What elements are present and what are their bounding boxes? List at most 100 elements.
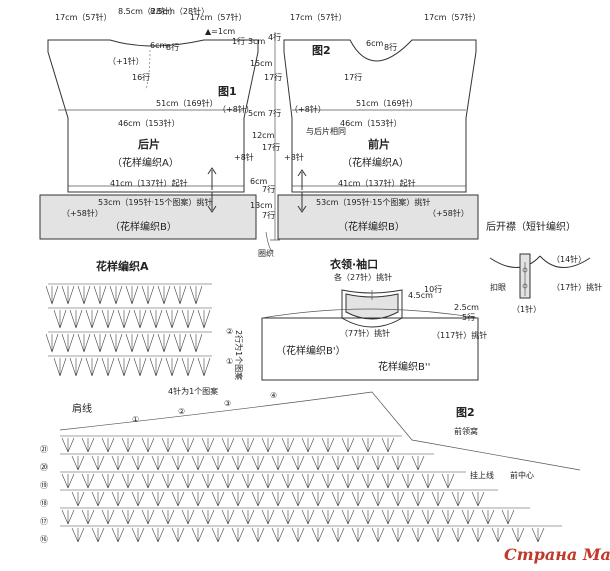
fan-stitch — [121, 509, 135, 525]
fan-stitch — [251, 491, 265, 507]
front-band-b — [277, 194, 479, 240]
front-top-right: 17cm（57针） — [424, 12, 481, 22]
fan-stitch — [311, 491, 325, 507]
fan-stitch — [321, 473, 335, 489]
back-neck-right: 8.5cm（28针） — [150, 6, 209, 16]
big-center: 前中心 — [510, 470, 534, 480]
fan-stitch — [371, 491, 385, 507]
front-plus58: （+58针） — [428, 208, 469, 218]
fan-stitch — [401, 509, 415, 525]
placket-1: （1针） — [512, 304, 541, 314]
fan-stitch — [431, 491, 445, 507]
fan-stitch — [171, 527, 185, 543]
fan-stitch — [181, 309, 195, 329]
fan-stitch — [131, 455, 145, 471]
fan-stitch — [331, 491, 345, 507]
fan-stitch — [121, 473, 135, 489]
mid-15cm-rows: 17行 — [264, 72, 282, 82]
fan-stitch — [141, 509, 155, 525]
back-w53: 53cm（195针·15个图案）挑针 — [98, 197, 212, 207]
fan-stitch — [109, 285, 123, 305]
mid-15cm: 15cm — [250, 59, 273, 68]
back-plus58: （+58针） — [62, 208, 103, 218]
fan-stitch — [361, 509, 375, 525]
fan-stitch — [441, 509, 455, 525]
top-row-number: ④ — [270, 391, 277, 400]
front-title: 前片 — [368, 137, 390, 151]
fan-stitch — [111, 455, 125, 471]
front-neck-dec: 6cm — [366, 39, 383, 48]
fan-stitch — [101, 357, 115, 377]
fan-stitch — [351, 527, 365, 543]
back-pattern-a: （花样编织A） — [112, 156, 179, 169]
fan-stitch — [151, 455, 165, 471]
fan-stitch — [85, 357, 99, 377]
big-sub: 前领窝 — [454, 426, 478, 436]
fan-stitch — [231, 491, 245, 507]
placket-14: （14针） — [552, 254, 586, 264]
row-number: ⑯ — [40, 535, 48, 544]
fan-stitch — [191, 527, 205, 543]
mid-5cm-rows: 7行 — [268, 108, 281, 118]
collar-27: 各（27针）挑针 — [334, 272, 392, 282]
collar-45: 4.5cm — [408, 291, 433, 300]
fan-stitch — [93, 333, 107, 353]
back-w41: 41cm（137针）起针 — [110, 178, 188, 188]
fan-stitch — [391, 527, 405, 543]
fan-stitch — [421, 473, 435, 489]
fan-stitch — [91, 491, 105, 507]
row-number: ⑳ — [40, 463, 48, 472]
fan-stitch — [251, 455, 265, 471]
back-neck-dec: 6cm — [150, 41, 167, 50]
fan-stitch — [261, 509, 275, 525]
front-w53: 53cm（195针·15个图案）挑针 — [316, 197, 430, 207]
fan-stitch — [431, 527, 445, 543]
back-neck-row: 1行 — [232, 36, 245, 46]
watermark: Страна Мам — [504, 545, 610, 564]
fan-stitch — [301, 437, 315, 453]
fan-stitch — [91, 455, 105, 471]
fan-stitch — [117, 309, 131, 329]
top-row-number: ③ — [224, 399, 231, 408]
fan-stitch — [361, 473, 375, 489]
fan-stitch — [471, 491, 485, 507]
fan-stitch — [351, 491, 365, 507]
fan-stitch — [171, 491, 185, 507]
back-piece — [39, 39, 259, 240]
pattern-a-title: 花样编织A — [96, 259, 149, 273]
fan-stitch — [81, 509, 95, 525]
fan-stitch — [461, 509, 475, 525]
fan-stitch — [111, 527, 125, 543]
fan-stitch — [117, 357, 131, 377]
fan-stitch — [291, 527, 305, 543]
fan-stitch — [341, 437, 355, 453]
fan-stitch — [331, 455, 345, 471]
row-number: ⑰ — [40, 517, 48, 526]
fan-stitch — [61, 285, 75, 305]
fan-stitch — [85, 309, 99, 329]
front-pattern-b: （花样编织B） — [338, 220, 405, 233]
collar-drawing — [261, 289, 479, 381]
fan-stitch — [197, 357, 211, 377]
fan-stitch — [91, 527, 105, 543]
fan-stitch — [391, 455, 405, 471]
fan-stitch — [231, 455, 245, 471]
back-fig: 图1 — [218, 85, 237, 98]
fan-stitch — [173, 285, 187, 305]
collar-117: （117针）挑针 — [432, 330, 487, 340]
fan-stitch — [321, 509, 335, 525]
fan-stitch — [191, 455, 205, 471]
fan-stitch — [241, 473, 255, 489]
back-top-right: 17cm（57针） — [190, 12, 247, 22]
fan-stitch — [133, 309, 147, 329]
mid-6cm-rows: 7行 — [262, 184, 275, 194]
back-top-left: 17cm（57针） — [55, 12, 112, 22]
fan-stitch — [53, 309, 67, 329]
fan-stitch — [77, 333, 91, 353]
top-row-number: ② — [178, 407, 185, 416]
big-stitch-chart — [59, 391, 581, 543]
fan-stitch — [131, 527, 145, 543]
fan-stitch — [211, 527, 225, 543]
